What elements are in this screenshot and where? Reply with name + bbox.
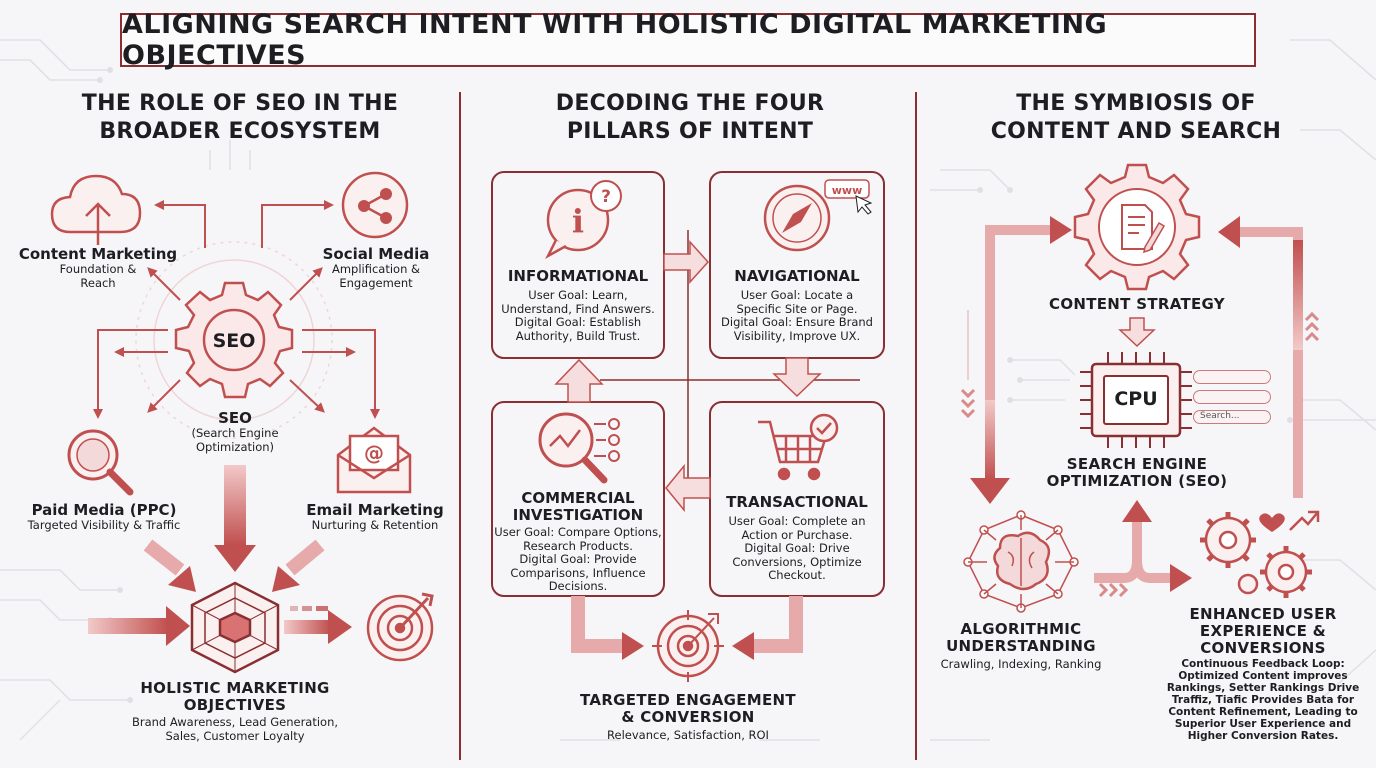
email-marketing-node: Email Marketing Nurturing & Retention: [306, 501, 444, 532]
seo-node-label: SEO (Search Engine Optimization): [191, 409, 279, 454]
svg-text:@: @: [364, 441, 384, 465]
search-field-3[interactable]: Search...: [1193, 410, 1271, 424]
main-title: ALIGNING SEARCH INTENT WITH HOLISTIC DIG…: [122, 9, 1108, 71]
commercial-card: COMMERCIAL INVESTIGATION User Goal: Comp…: [494, 489, 662, 593]
seo-right-label: SEARCH ENGINE OPTIMIZATION (SEO): [1046, 455, 1228, 490]
cpu-label: CPU: [1114, 388, 1158, 410]
document-gear-icon: [1073, 163, 1201, 291]
circuit-traces: [0, 39, 1376, 741]
cpu-chip-icon: [1080, 352, 1192, 448]
main-title-box: ALIGNING SEARCH INTENT WITH HOLISTIC DIG…: [120, 9, 1256, 71]
algorithmic-understanding-node: ALGORITHMIC UNDERSTANDING Crawling, Inde…: [940, 620, 1102, 671]
envelope-icon: @: [336, 426, 412, 494]
hexagon-core-icon: [190, 581, 280, 674]
analysis-magnifier-icon: [538, 412, 620, 484]
content-marketing-node: Content Marketing Foundation & Reach: [18, 245, 178, 290]
social-media-node: Social Media Amplification & Engagement: [322, 245, 430, 290]
paid-media-node: Paid Media (PPC) Targeted Visibility & T…: [27, 501, 181, 532]
info-bubble-icon: i ?: [545, 180, 622, 260]
www-badge-text: www: [832, 184, 863, 197]
target-icon-left: [366, 592, 434, 662]
cart-icon: [758, 413, 839, 481]
middle-section-title: DECODING THE FOUR PILLARS OF INTENT: [555, 91, 825, 144]
transactional-card: TRANSACTIONAL User Goal: Complete an Act…: [726, 493, 868, 582]
gears-heart-icon: [1200, 510, 1320, 598]
content-strategy-label: CONTENT STRATEGY: [1049, 295, 1225, 313]
engagement-node: TARGETED ENGAGEMENT & CONVERSION Relevan…: [580, 691, 796, 742]
enhanced-ux-node: ENHANCED USER EXPERIENCE & CONVERSIONS C…: [1166, 605, 1360, 743]
search-field-2[interactable]: [1193, 390, 1271, 404]
brain-network-icon: [963, 510, 1079, 613]
share-icon: [341, 171, 409, 239]
magnifier-icon: [67, 429, 134, 496]
svg-text:?: ?: [601, 187, 611, 207]
informational-card: INFORMATIONAL User Goal: Learn, Understa…: [501, 267, 655, 343]
left-section-title: THE ROLE OF SEO IN THE BROADER ECOSYSTEM: [81, 91, 399, 144]
cloud-upload-icon: [50, 174, 142, 245]
holistic-objectives-node: HOLISTIC MARKETING OBJECTIVES Brand Awar…: [131, 679, 339, 743]
seo-gear-icon: [174, 281, 294, 399]
svg-text:i: i: [572, 202, 584, 240]
seo-gear-label: SEO: [212, 330, 256, 352]
compass-icon: www: [763, 179, 873, 252]
target-icon-middle: [652, 610, 724, 682]
navigational-card: NAVIGATIONAL User Goal: Locate a Specifi…: [721, 267, 873, 343]
search-field-1[interactable]: [1193, 370, 1271, 384]
right-section-title: THE SYMBIOSIS OF CONTENT AND SEARCH: [990, 91, 1282, 144]
